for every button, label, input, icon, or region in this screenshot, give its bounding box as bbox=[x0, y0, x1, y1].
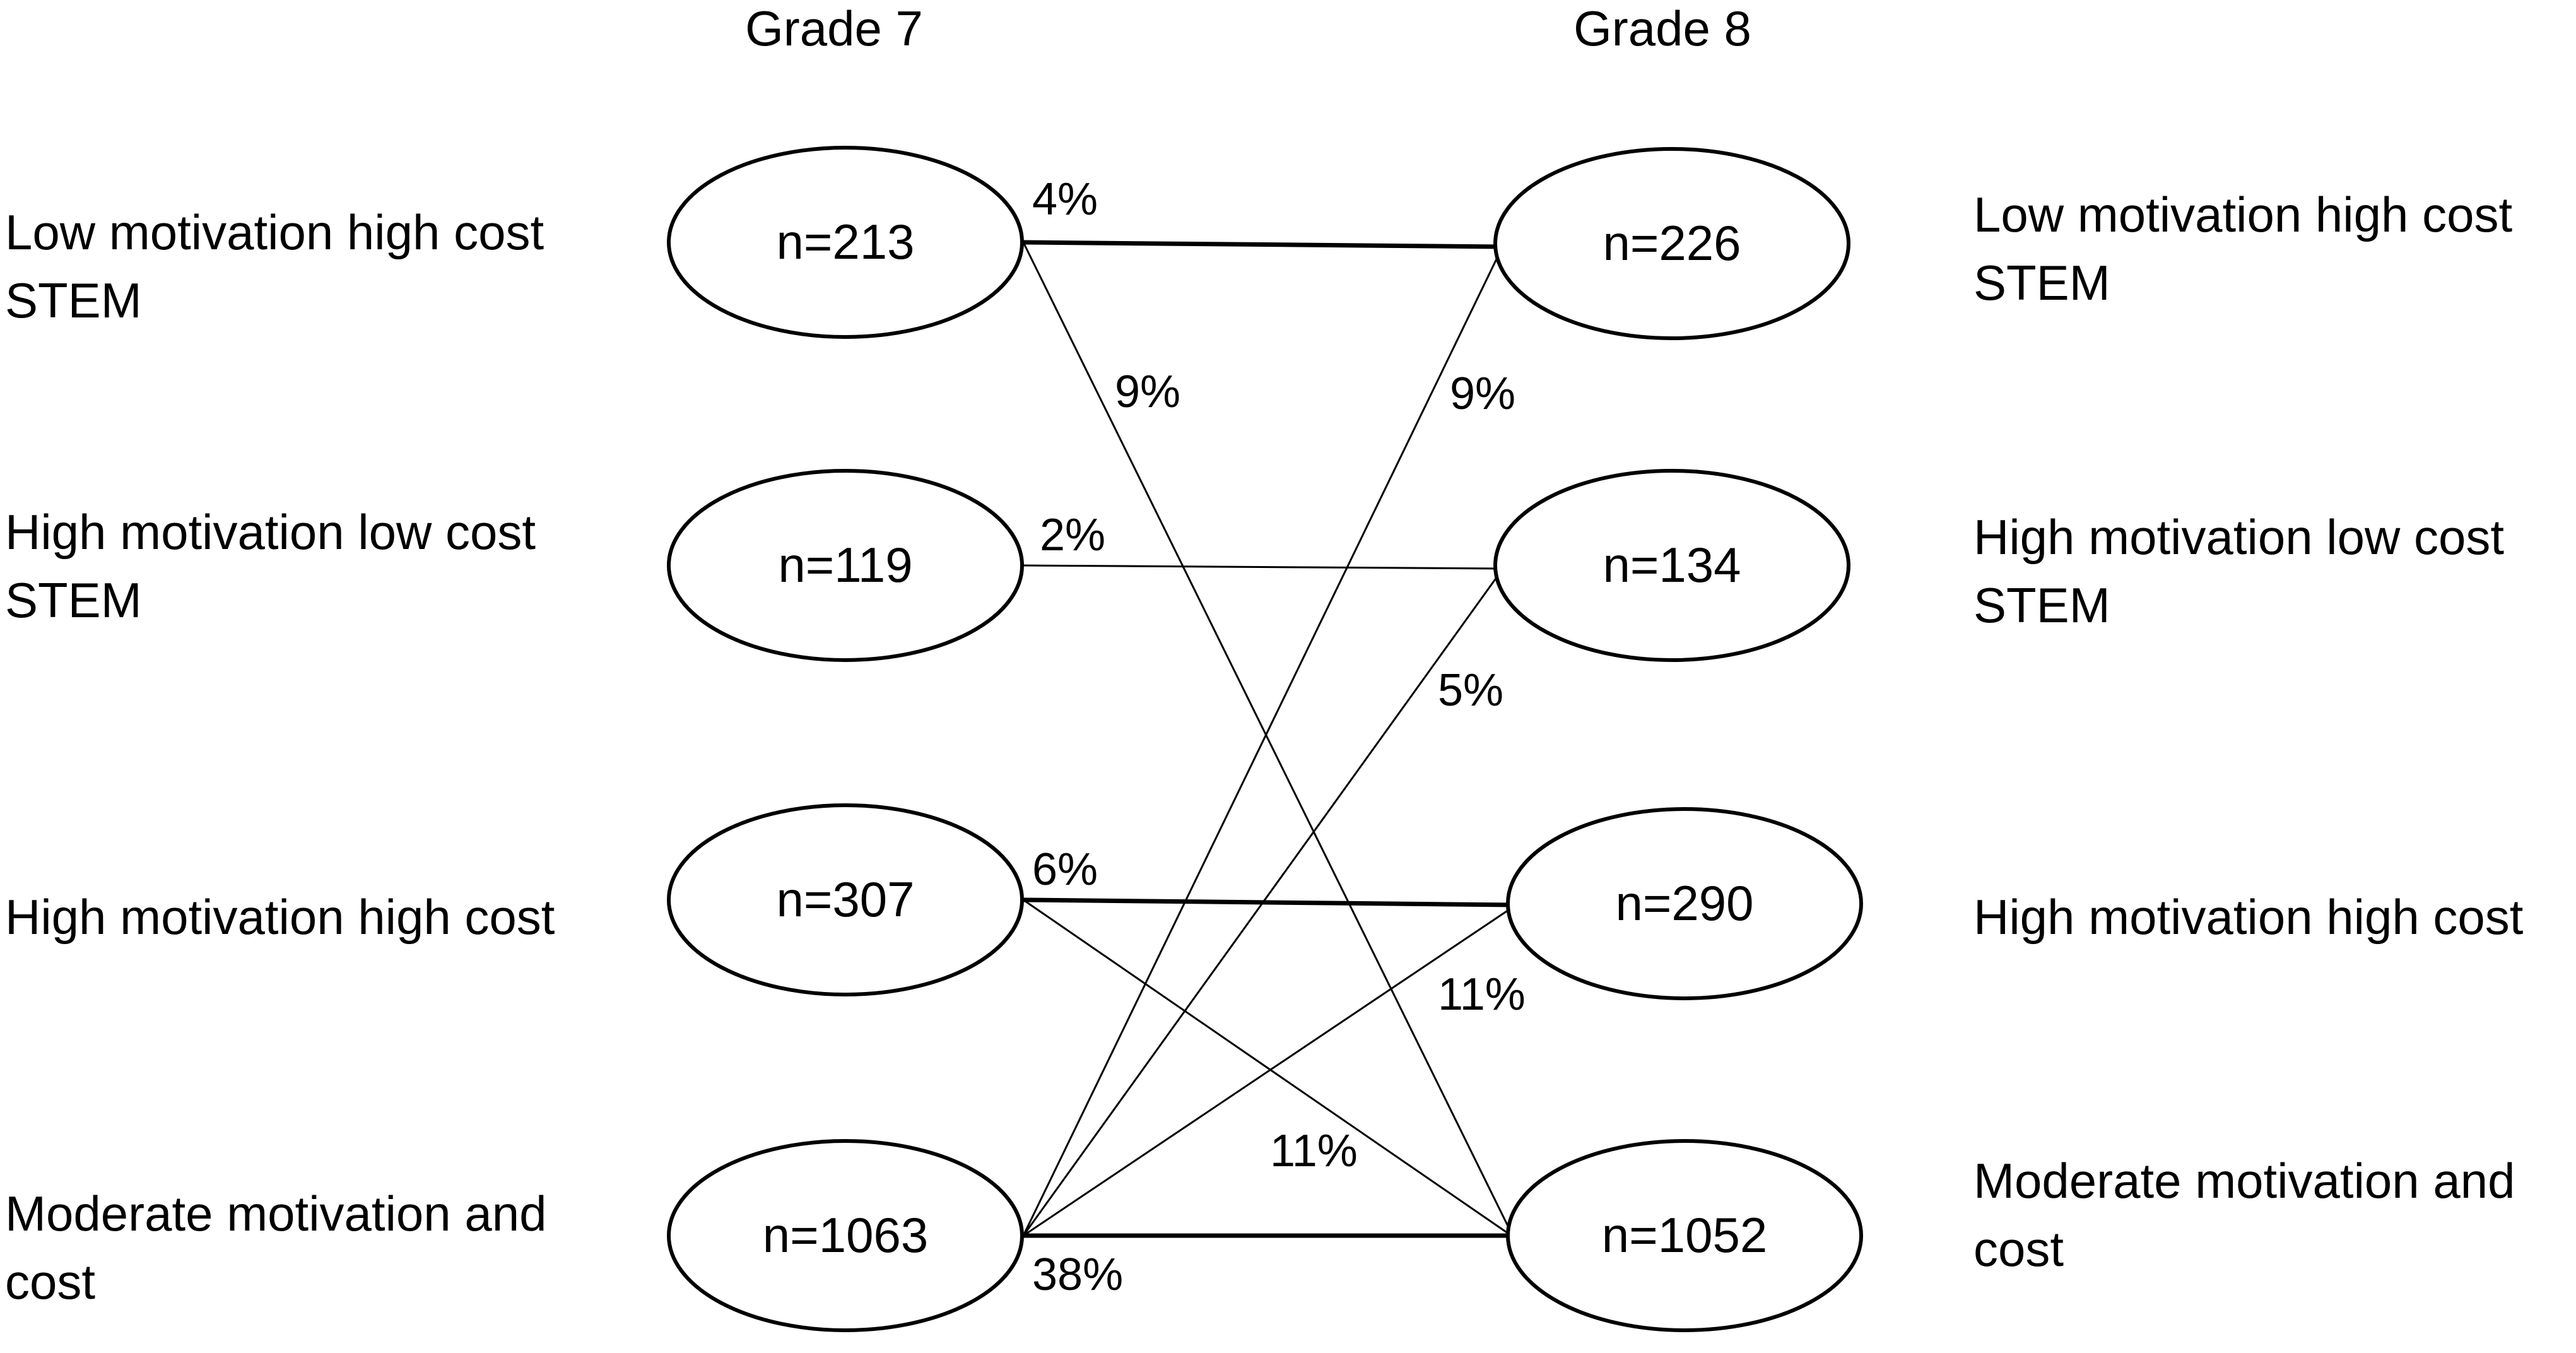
right-label-line: High motivation high cost bbox=[1973, 889, 2524, 945]
transition-percentages: 4% 9% 2% 6% 11% 9% 5% 11% 38% bbox=[1032, 174, 1526, 1300]
percent-g7-moderate-to-g8-low: 9% bbox=[1450, 369, 1515, 419]
grade7-node-high-motivation-high-cost: n=307 bbox=[667, 803, 1024, 996]
percent-g7-low-to-g8-moderate: 9% bbox=[1115, 367, 1180, 417]
percent-g7-low-to-g8-low: 4% bbox=[1032, 174, 1098, 225]
left-label-line: Moderate motivation and bbox=[5, 1186, 547, 1241]
left-label-low-motivation-high-cost: Low motivation high cost STEM bbox=[5, 204, 558, 328]
right-label-line: High motivation low cost bbox=[1973, 509, 2504, 565]
left-label-line: Low motivation high cost bbox=[5, 204, 544, 260]
arrow-g7-moderate-to-g8-highhigh bbox=[1023, 905, 1515, 1237]
grade8-node-high-motivation-low-cost: n=134 bbox=[1493, 469, 1850, 662]
grade7-node-ellipse bbox=[667, 469, 1024, 662]
arrow-g7-highhigh-to-g8-moderate bbox=[1023, 899, 1515, 1239]
grade7-node-ellipse bbox=[667, 146, 1024, 339]
right-label-line: STEM bbox=[1973, 255, 2110, 310]
grade8-node-ellipse bbox=[1506, 1139, 1863, 1332]
arrow-g7-low-to-g8-moderate bbox=[1022, 242, 1515, 1239]
grade8-node-ellipse bbox=[1493, 147, 1850, 340]
left-row-labels: Low motivation high cost STEM High motiv… bbox=[5, 204, 560, 1309]
arrow-g7-highlow-to-g8-highlow bbox=[1023, 564, 1502, 572]
left-label-high-motivation-low-cost: High motivation low cost STEM bbox=[5, 504, 550, 628]
left-label-line: High motivation low cost bbox=[5, 504, 536, 560]
grade7-node-count: n=307 bbox=[776, 871, 914, 927]
grade7-node-ellipse bbox=[667, 1139, 1024, 1332]
arrow-g7-highhigh-to-g8-highhigh bbox=[1023, 897, 1515, 908]
arrow-g7-low-to-g8-low bbox=[1023, 240, 1502, 250]
left-label-line: High motivation high cost bbox=[5, 889, 555, 945]
grade7-node-count: n=213 bbox=[776, 214, 914, 269]
arrow-g7-moderate-to-g8-low bbox=[1022, 248, 1503, 1236]
grade8-node-low-motivation-high-cost: n=226 bbox=[1493, 147, 1850, 340]
grade8-node-count: n=290 bbox=[1615, 875, 1753, 931]
right-label-line: STEM bbox=[1973, 577, 2110, 633]
grade8-node-high-motivation-high-cost: n=290 bbox=[1506, 807, 1863, 1000]
grade8-node-count: n=134 bbox=[1603, 537, 1741, 593]
column-header-grade-7: Grade 7 bbox=[745, 1, 923, 56]
percent-g7-highlow-to-g8-highlow: 2% bbox=[1040, 510, 1105, 560]
grade8-nodes: n=226 n=134 n=290 n=1052 bbox=[1493, 147, 1863, 1332]
grade7-node-count: n=1063 bbox=[763, 1207, 928, 1263]
grade7-nodes: n=213 n=119 n=307 n=1063 bbox=[667, 146, 1024, 1332]
left-label-line: cost bbox=[5, 1254, 95, 1309]
right-row-labels: Low motivation high cost STEM High motiv… bbox=[1973, 187, 2529, 1277]
left-label-line: STEM bbox=[5, 273, 142, 328]
left-label-moderate-motivation-and-cost: Moderate motivation and cost bbox=[5, 1186, 560, 1309]
percent-g7-moderate-to-g8-highlow: 5% bbox=[1438, 665, 1503, 716]
right-label-line: Moderate motivation and bbox=[1973, 1153, 2515, 1208]
transition-arrows bbox=[1022, 240, 1515, 1239]
left-label-line: STEM bbox=[5, 572, 142, 628]
grade7-node-ellipse bbox=[667, 803, 1024, 996]
percent-g7-highhigh-to-g8-highhigh: 6% bbox=[1032, 844, 1098, 895]
grade7-node-high-motivation-low-cost: n=119 bbox=[667, 469, 1024, 662]
grade7-node-count: n=119 bbox=[778, 537, 912, 593]
percent-g7-highhigh-to-g8-moderate: 11% bbox=[1270, 1126, 1358, 1176]
grade8-node-count: n=226 bbox=[1603, 215, 1741, 271]
right-label-high-motivation-low-cost: High motivation low cost STEM bbox=[1973, 509, 2518, 633]
right-label-high-motivation-high-cost: High motivation high cost bbox=[1973, 889, 2524, 945]
grade8-node-ellipse bbox=[1493, 469, 1850, 662]
grade8-node-moderate-motivation-and-cost: n=1052 bbox=[1506, 1139, 1863, 1332]
grade7-node-moderate-motivation-and-cost: n=1063 bbox=[667, 1139, 1024, 1332]
right-label-low-motivation-high-cost: Low motivation high cost STEM bbox=[1973, 187, 2526, 310]
right-label-moderate-motivation-and-cost: Moderate motivation and cost bbox=[1973, 1153, 2529, 1277]
left-label-high-motivation-high-cost: High motivation high cost bbox=[5, 889, 555, 945]
grade8-node-count: n=1052 bbox=[1602, 1207, 1767, 1263]
right-label-line: cost bbox=[1973, 1221, 2064, 1277]
right-label-line: Low motivation high cost bbox=[1973, 187, 2512, 242]
percent-g7-moderate-to-g8-highhigh: 11% bbox=[1438, 969, 1526, 1020]
column-header-grade-8: Grade 8 bbox=[1573, 1, 1751, 56]
percent-g7-moderate-to-g8-moderate: 38% bbox=[1032, 1250, 1123, 1300]
grade7-node-low-motivation-high-cost: n=213 bbox=[667, 146, 1024, 339]
arrow-g7-moderate-to-g8-highlow bbox=[1022, 570, 1503, 1236]
grade8-node-ellipse bbox=[1506, 807, 1863, 1000]
